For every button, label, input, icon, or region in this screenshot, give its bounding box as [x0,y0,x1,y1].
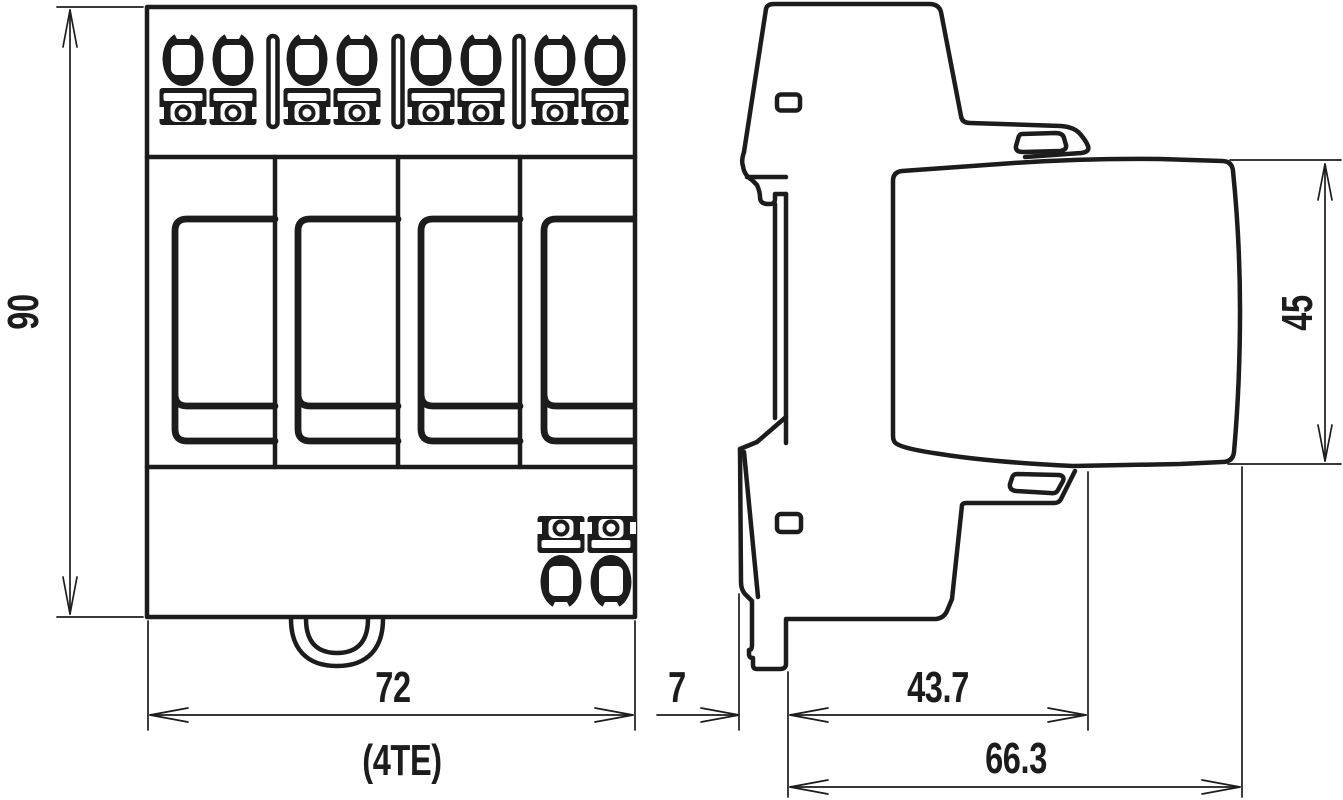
screw-terminal-icon [158,29,208,125]
side-base-lower-top [737,439,760,452]
screw-terminal-icon [208,29,258,125]
module-window [294,215,402,445]
dim-module-width: (4TE) [362,737,442,786]
arrowhead-icon [1317,424,1333,462]
side-view [737,1,1243,672]
arrowhead-icon [789,707,829,723]
latch-arm-edge [741,449,761,600]
front-view [144,4,638,669]
arrowhead-icon [789,779,829,795]
screw-terminal-icon [406,29,456,125]
rail-claw-upper [739,149,789,207]
module-window [540,215,637,445]
mounting-hole-icon [774,92,803,113]
dim-rail-depth: 7 [668,664,686,713]
screw-terminal-icon [282,29,332,125]
side-lower-front-outline [783,468,1078,622]
mounting-hole-icon [774,511,804,535]
arrowhead-icon [1317,163,1333,201]
arrowhead-icon [700,707,740,723]
dim-body-height: 45 [1274,295,1323,330]
front-housing-outline [144,4,638,620]
latch-slot-icon [1007,471,1066,496]
module-window [171,215,279,445]
partition-slot-icon [512,33,526,130]
arrowhead-icon [1047,707,1087,723]
module-array [171,154,637,470]
side-base-lower-outline [737,446,789,672]
screw-terminal-icon [456,29,506,125]
arrowhead-icon [594,707,634,723]
arrowhead-icon [62,9,78,48]
partition-slot-icon [266,33,280,130]
arrowhead-icon [1201,779,1241,795]
dimensions: 90 72 (4TE) 7 43.7 66.3 45 [0,6,1342,798]
screw-terminal-icon [580,29,630,125]
module-window [417,215,524,445]
din-release-loop [288,616,386,669]
screw-terminal-icon [536,516,586,612]
dim-total-depth: 66.3 [985,735,1047,784]
side-base-upper-outline [741,1,1091,160]
partition-slot-icon [391,33,405,130]
screw-terminal-icon [530,29,580,125]
rail-claw-lower [754,414,789,446]
screw-terminal-icon [586,516,636,612]
dim-front-width: 72 [375,664,410,713]
latch-slot-icon [1013,130,1069,155]
terminal-block-bottom [536,516,636,612]
arrowhead-icon [62,576,78,615]
side-body-outline [890,156,1243,469]
arrowhead-icon [149,707,189,723]
dim-front-depth: 43.7 [907,664,969,713]
screw-terminal-icon [332,29,382,125]
dim-front-height: 90 [0,294,48,329]
terminal-block-top [158,29,630,130]
